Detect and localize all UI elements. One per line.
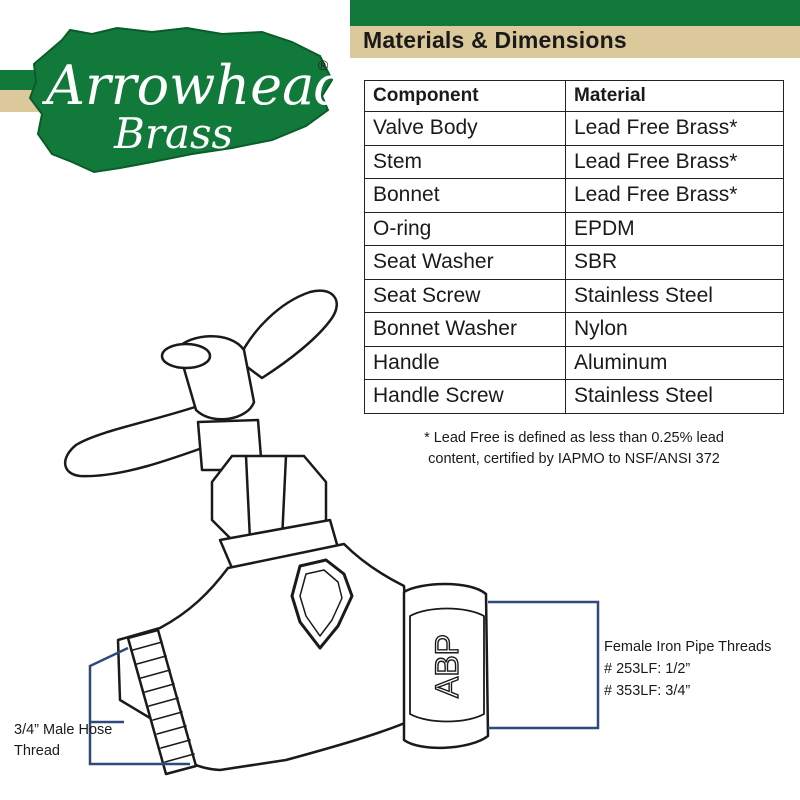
material-cell: Nylon (565, 312, 784, 347)
component-cell: Handle Screw (364, 379, 566, 414)
bonnet-facet-2 (280, 454, 288, 542)
material-cell: SBR (565, 245, 784, 280)
material-cell: EPDM (565, 211, 784, 246)
arrowhead-brass-logo: Arrowhead Brass ® (28, 26, 342, 174)
section-title: Materials & Dimensions (363, 27, 627, 53)
footnote-line1: * Lead Free is defined as less than 0.25… (424, 430, 724, 446)
component-cell: Bonnet Washer (364, 312, 566, 347)
hose-thread-label-line2: Thread (14, 743, 60, 759)
hose-thread-bracket (88, 646, 190, 766)
hose-thread-label: 3/4” Male Hose Thread (14, 720, 124, 762)
hose-thread-label-line1: 3/4” Male Hose (14, 722, 113, 738)
body-arrowhead-emblem-inner (299, 569, 343, 637)
female-thread-label-line3: # 353LF: 3/4” (604, 683, 691, 699)
logo-text-line1: Arrowhead (41, 54, 342, 117)
female-thread-bracket (488, 600, 600, 730)
lead-free-footnote: * Lead Free is defined as less than 0.25… (364, 428, 784, 470)
female-thread-label-line2: # 253LF: 1/2” (604, 661, 691, 677)
material-cell: Lead Free Brass* (565, 144, 784, 179)
header-green-bar (350, 0, 800, 26)
valve-body (116, 542, 414, 772)
body-arrowhead-emblem (290, 558, 354, 650)
component-cell: Handle (364, 345, 566, 380)
footnote-line2: content, certified by IAPMO to NSF/ANSI … (428, 451, 720, 467)
hose-thread-ridges (132, 641, 195, 763)
bonnet-facet-1 (244, 454, 252, 542)
faucet-drawing: ABP (64, 289, 600, 776)
handle-arm-left (64, 400, 232, 478)
table-header-row: Component Material (364, 80, 784, 112)
header-material: Material (565, 80, 784, 112)
component-cell: Stem (364, 144, 566, 179)
component-cell: Valve Body (364, 111, 566, 146)
header-component: Component (364, 80, 566, 112)
material-cell: Stainless Steel (565, 278, 784, 313)
handle-arm-right (236, 289, 338, 380)
material-cell: Lead Free Brass* (565, 178, 784, 213)
handle-screw-cap (160, 342, 212, 370)
female-thread-label-line1: Female Iron Pipe Threads (604, 639, 772, 655)
registered-mark: ® (318, 57, 329, 73)
logo-text-line2: Brass (113, 109, 233, 158)
arrowhead-shape (28, 26, 334, 174)
female-thread-label: Female Iron Pipe Threads # 253LF: 1/2” #… (604, 636, 771, 702)
hex-outlet-face (409, 607, 485, 723)
component-cell: Seat Washer (364, 245, 566, 280)
material-cell: Stainless Steel (565, 379, 784, 414)
component-cell: Seat Screw (364, 278, 566, 313)
component-cell: Bonnet (364, 178, 566, 213)
hex-marking: ABP (429, 634, 465, 698)
header-tan-bar (350, 26, 800, 58)
component-cell: O-ring (364, 211, 566, 246)
material-cell: Lead Free Brass* (565, 111, 784, 146)
